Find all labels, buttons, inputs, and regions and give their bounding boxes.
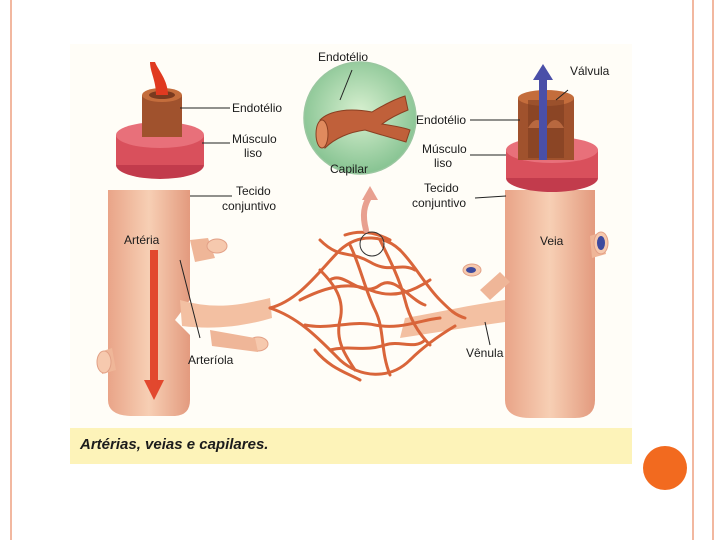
figure-caption: Artérias, veias e capilares. xyxy=(80,436,268,453)
slide-accent-circle xyxy=(643,446,687,490)
label-arteriole: Arteríola xyxy=(188,353,234,367)
label-vein-tissue-2: conjuntivo xyxy=(412,196,466,210)
label-vein-tissue-1: Tecido xyxy=(424,181,459,195)
label-capillary: Capilar xyxy=(330,162,368,176)
label-artery-muscle-2: liso xyxy=(244,146,262,160)
capillary-network xyxy=(270,232,465,380)
label-artery-tissue-2: conjuntivo xyxy=(222,199,276,213)
label-artery-tissue-1: Tecido xyxy=(236,184,271,198)
label-venule: Vênula xyxy=(466,346,504,360)
label-artery-endothelium: Endotélio xyxy=(232,101,282,115)
label-vein-muscle-2: liso xyxy=(434,156,452,170)
label-valve: Válvula xyxy=(570,64,610,78)
label-capillary-endothelium: Endotélio xyxy=(318,50,368,64)
capillary-bubble xyxy=(304,62,416,174)
label-vein: Veia xyxy=(540,234,564,248)
label-artery: Artéria xyxy=(124,233,160,247)
label-artery-muscle-1: Músculo xyxy=(232,132,277,146)
label-vein-endothelium: Endotélio xyxy=(416,113,466,127)
label-vein-muscle-1: Músculo xyxy=(422,142,467,156)
